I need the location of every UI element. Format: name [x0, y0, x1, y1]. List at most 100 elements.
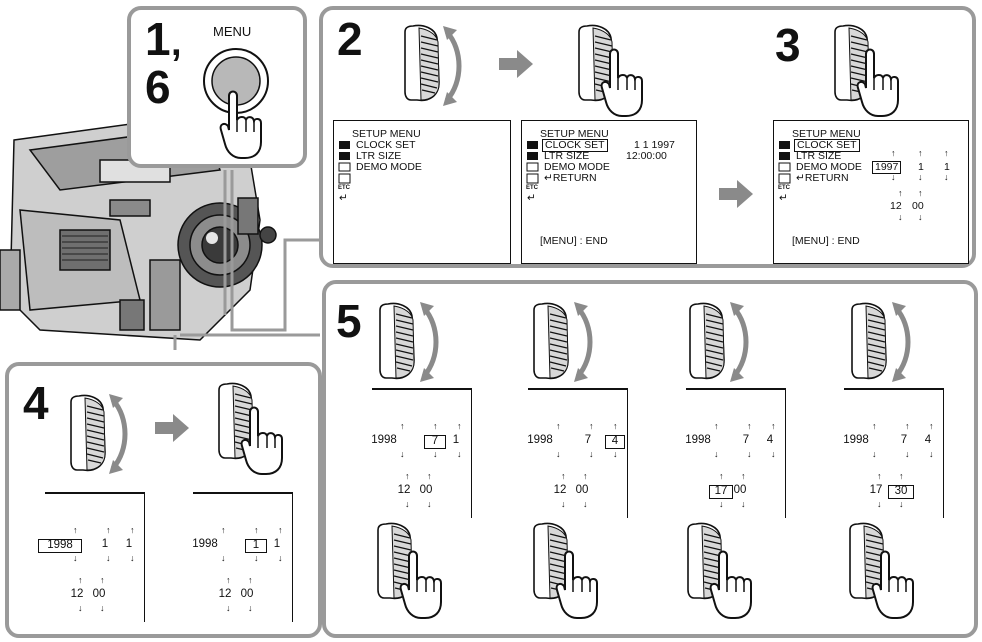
up-arrow-icon: ↑	[100, 575, 105, 585]
next-arrow-icon	[719, 180, 753, 208]
dial-wheel-icon	[70, 394, 106, 472]
return-label: RETURN	[804, 172, 849, 184]
clock-setting-display: ↑↓1998↑↓1↑↓1↑↓12↑↓00	[192, 492, 293, 622]
up-arrow-icon: ↑	[405, 471, 410, 481]
down-arrow-icon: ↓	[613, 449, 618, 459]
menu-item-demo-mode: DEMO MODE	[356, 161, 422, 173]
up-arrow-icon: ↑	[929, 421, 934, 431]
hour-value: 12	[890, 200, 902, 212]
up-arrow-icon: ↑	[918, 148, 923, 158]
menu-item-clock-set: CLOCK SET	[356, 139, 416, 151]
day-value: 1	[452, 434, 460, 446]
down-arrow-icon: ↓	[248, 603, 253, 613]
menu-button-icon[interactable]	[201, 46, 271, 116]
year-value: 1998	[843, 434, 869, 446]
hand-press-icon	[399, 550, 442, 619]
clock-setting-display: ↑↓1998↑↓7↑↓4↑↓12↑↓00	[527, 388, 628, 518]
setup-menu-screen-2: SETUP MENU CLOCK SET 1 1 1997 LTR SIZE 1…	[521, 120, 697, 264]
panel-step-1-6: 1 , 6 MENU	[127, 6, 307, 168]
down-arrow-icon: ↓	[400, 449, 405, 459]
step-1-number: 1	[145, 13, 171, 65]
down-arrow-icon: ↓	[891, 172, 896, 182]
menu-item-return: ↵RETURN	[544, 173, 597, 184]
month-value: 7	[900, 434, 908, 446]
rotate-arrow-icon	[892, 302, 912, 386]
down-arrow-icon: ↓	[771, 449, 776, 459]
menu-button-label: MENU	[213, 24, 252, 39]
up-arrow-icon: ↑	[427, 471, 432, 481]
down-arrow-icon: ↓	[872, 449, 877, 459]
hand-press-icon	[871, 550, 914, 619]
down-arrow-icon: ↓	[78, 603, 83, 613]
year-value: 1998	[38, 539, 82, 553]
minute-value: 00	[575, 484, 589, 496]
up-arrow-icon: ↑	[747, 421, 752, 431]
down-arrow-icon: ↓	[918, 172, 923, 182]
menu-item-demo-mode: DEMO MODE	[796, 161, 862, 173]
down-arrow-icon: ↓	[427, 499, 432, 509]
setup-menu-title: SETUP MENU	[352, 128, 421, 140]
down-arrow-icon: ↓	[905, 449, 910, 459]
rotate-arrow-icon	[109, 394, 129, 478]
up-arrow-icon: ↑	[561, 471, 566, 481]
display-top-edge	[528, 388, 628, 390]
up-arrow-icon: ↑	[877, 471, 882, 481]
up-arrow-icon: ↑	[457, 421, 462, 431]
hand-press-icon	[219, 90, 262, 159]
year-value: 1998	[192, 538, 218, 550]
step-comma: ,	[171, 22, 182, 64]
clock-setting-display: ↑↓1998↑↓7↑↓4↑↓17↑↓30	[843, 388, 944, 518]
down-arrow-icon: ↓	[929, 449, 934, 459]
down-arrow-icon: ↓	[898, 212, 903, 222]
down-arrow-icon: ↓	[561, 499, 566, 509]
dial-wheel-icon	[533, 302, 569, 380]
display-right-edge	[143, 492, 145, 622]
rotate-arrow-icon	[443, 26, 463, 110]
return-icon: ↵	[544, 172, 553, 184]
year-value: 1998	[527, 434, 553, 446]
down-arrow-icon: ↓	[100, 603, 105, 613]
display-top-edge	[844, 388, 944, 390]
display-top-edge	[193, 492, 293, 494]
minute-value: 00	[733, 484, 747, 496]
month-value: 1	[101, 538, 109, 550]
up-arrow-icon: ↑	[905, 421, 910, 431]
return-icon: ↵	[796, 172, 805, 184]
display-top-edge	[686, 388, 786, 390]
hour-value: 12	[218, 588, 232, 600]
month-value: 1	[918, 161, 924, 173]
up-arrow-icon: ↑	[944, 148, 949, 158]
rotate-arrow-icon	[730, 302, 750, 386]
up-arrow-icon: ↑	[556, 421, 561, 431]
month-value: 7	[424, 435, 446, 449]
hour-value: 12	[397, 484, 411, 496]
down-arrow-icon: ↓	[226, 603, 231, 613]
menu-side-icons	[338, 141, 351, 184]
menu-item-clock-set: CLOCK SET	[542, 139, 608, 152]
return-icon: ↵	[779, 192, 788, 204]
return-icon: ↵	[339, 192, 348, 204]
connector-lines	[173, 170, 320, 350]
step-2-number: 2	[337, 13, 363, 65]
setup-menu-title: SETUP MENU	[540, 128, 609, 140]
month-value: 1	[245, 539, 267, 553]
etc-label: ETC	[778, 185, 790, 191]
month-value: 7	[584, 434, 592, 446]
display-right-edge	[470, 388, 472, 518]
step-6-number: 6	[145, 61, 171, 113]
down-arrow-icon: ↓	[719, 499, 724, 509]
year-value: 1997	[872, 161, 902, 174]
menu-item-ltr-size: LTR SIZE	[356, 150, 402, 162]
hand-press-icon	[555, 550, 598, 619]
up-arrow-icon: ↑	[613, 421, 618, 431]
dial-wheel-icon	[851, 302, 887, 380]
down-arrow-icon: ↓	[106, 553, 111, 563]
down-arrow-icon: ↓	[556, 449, 561, 459]
down-arrow-icon: ↓	[583, 499, 588, 509]
minute-value: 30	[888, 485, 914, 499]
display-right-edge	[942, 388, 944, 518]
return-icon: ↵	[527, 192, 536, 204]
menu-side-icons	[526, 141, 539, 184]
up-arrow-icon: ↑	[73, 525, 78, 535]
hour-value: 17	[869, 484, 883, 496]
